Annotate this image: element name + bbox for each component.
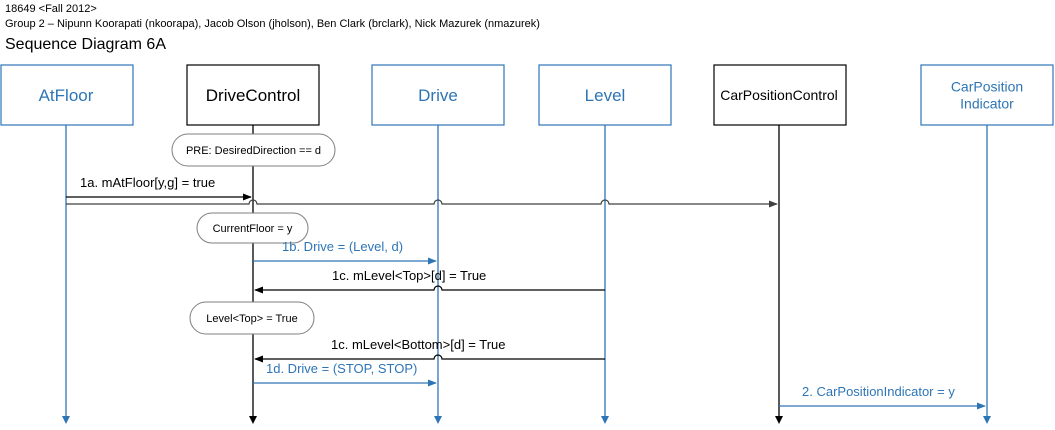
course-label: 18649 <Fall 2012> — [5, 3, 97, 15]
object-box-drivecontrol — [186, 64, 320, 126]
message-arrow-m1c-top — [254, 285, 605, 294]
message-arrow-m1c-bottom — [254, 354, 605, 363]
lifeline-end-drivecontrol — [249, 416, 257, 424]
lifeline-end-carpositioncontrol — [775, 416, 783, 424]
message-label-m1a: 1a. mAtFloor[y,g] = true — [80, 175, 215, 190]
message-label-m1b: 1b. Drive = (Level, d) — [282, 239, 403, 254]
object-box-atfloor — [0, 64, 134, 126]
message-label-m1c-top: 1c. mLevel<Top>[d] = True — [332, 268, 486, 283]
object-label-carpositioncontrol: CarPositionControl — [720, 87, 838, 103]
object-box-level — [538, 64, 672, 126]
message-label-m2: 2. CarPositionIndicator = y — [802, 384, 955, 399]
diagram-title: Sequence Diagram 6A — [5, 36, 166, 53]
object-label-carpositionindicator: CarPosition — [951, 78, 1023, 94]
object-label-atfloor: AtFloor — [39, 86, 94, 105]
group-label: Group 2 – Nipunn Koorapati (nkoorapa), J… — [5, 18, 540, 30]
object-label-drivecontrol: DriveControl — [206, 86, 300, 105]
state-label-pre: PRE: DesiredDirection == d — [186, 145, 321, 157]
message-label-m1c-bottom: 1c. mLevel<Bottom>[d] = True — [331, 337, 506, 352]
lifeline-end-carpositionindicator — [983, 416, 991, 424]
object-label-level: Level — [585, 86, 626, 105]
state-leveltop — [189, 301, 315, 335]
object-box-drive — [371, 64, 505, 126]
object-label-drive: Drive — [418, 86, 458, 105]
state-label-currentfloor: CurrentFloor = y — [213, 223, 293, 235]
message-arrow-m1a-broadcast — [66, 199, 778, 208]
message-label-m1d: 1d. Drive = (STOP, STOP) — [266, 361, 417, 376]
state-label-leveltop: Level<Top> = True — [206, 313, 297, 325]
lifeline-end-atfloor — [62, 416, 70, 424]
lifeline-end-drive — [434, 416, 442, 424]
lifeline-end-level — [601, 416, 609, 424]
state-currentfloor — [196, 212, 309, 244]
state-pre — [171, 133, 336, 167]
object-label-carpositionindicator: Indicator — [960, 95, 1014, 111]
object-box-carpositioncontrol — [713, 64, 847, 126]
object-box-carpositionindicator — [920, 64, 1054, 126]
